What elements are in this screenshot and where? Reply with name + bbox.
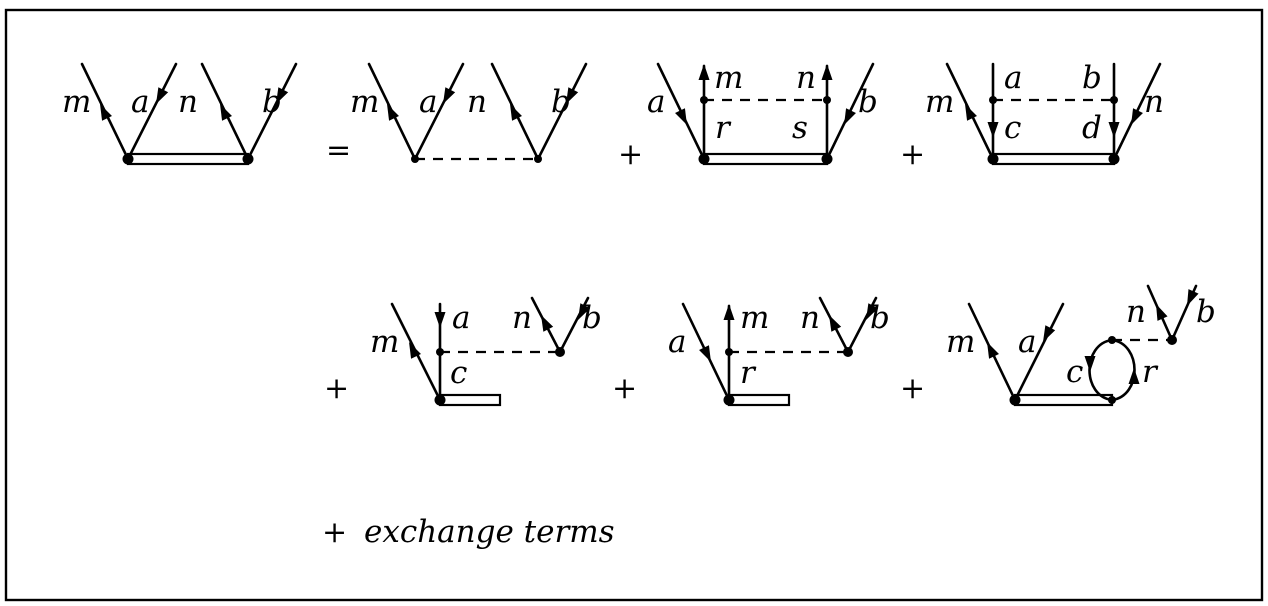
label-d: d [1082,110,1102,146]
diagram-lhs: m a n b [62,62,298,166]
label-m: m [370,324,399,360]
label-n: n [178,84,198,120]
label-c: c [1066,354,1083,390]
single-end-double-line [438,393,502,407]
fermion-loop [1088,338,1136,402]
label-a: a [419,84,437,120]
double-line [126,152,250,166]
label-a: a [452,300,470,336]
label-m: m [714,60,743,96]
label-n: n [796,60,816,96]
label-n: n [512,300,532,336]
diagram-rhs-1: m a n b [350,62,588,163]
label-a: a [668,324,686,360]
label-n: n [800,300,820,336]
label-n: n [1144,84,1164,120]
label-r: r [1142,354,1159,390]
label-b: b [582,300,602,336]
label-b: b [858,84,878,120]
label-r: r [740,355,757,391]
double-line [991,152,1116,166]
plus-sign: + [612,371,637,406]
label-b: b [551,84,571,120]
figure-frame [4,8,1264,602]
label-c: c [450,355,467,391]
label-b: b [1196,294,1216,330]
label-c: c [1004,110,1021,146]
double-line [1013,393,1114,407]
label-b: b [262,84,282,120]
label-m: m [62,84,91,120]
label-b: b [1082,60,1102,96]
label-n: n [467,84,487,120]
diagram-rhs-4: m a c n b [370,296,602,407]
label-a: a [1018,324,1036,360]
label-s: s [792,110,808,146]
label-r: r [715,110,732,146]
label-n: n [1126,294,1146,330]
diagram-rhs-6: m a n b c r [946,284,1216,407]
equals-sign: = [326,133,351,168]
label-b: b [870,300,890,336]
label-a: a [131,84,149,120]
plus-sign: + [900,371,925,406]
single-end-double-line [727,393,791,407]
plus-sign: + [618,137,643,172]
label-m: m [925,84,954,120]
double-line [702,152,829,166]
plus-sign: + [322,515,347,550]
label-m: m [350,84,379,120]
diagram-rhs-3: m a b c d n [925,60,1164,166]
label-m: m [740,300,769,336]
plus-sign: + [900,137,925,172]
label-a: a [1004,60,1022,96]
plus-sign: + [324,371,349,406]
label-a: a [647,84,665,120]
label-m: m [946,324,975,360]
exchange-terms-text: exchange terms [364,514,615,550]
diagram-rhs-5: a m r n b [668,296,890,407]
diagram-rhs-2: a m n r s b [647,60,878,166]
